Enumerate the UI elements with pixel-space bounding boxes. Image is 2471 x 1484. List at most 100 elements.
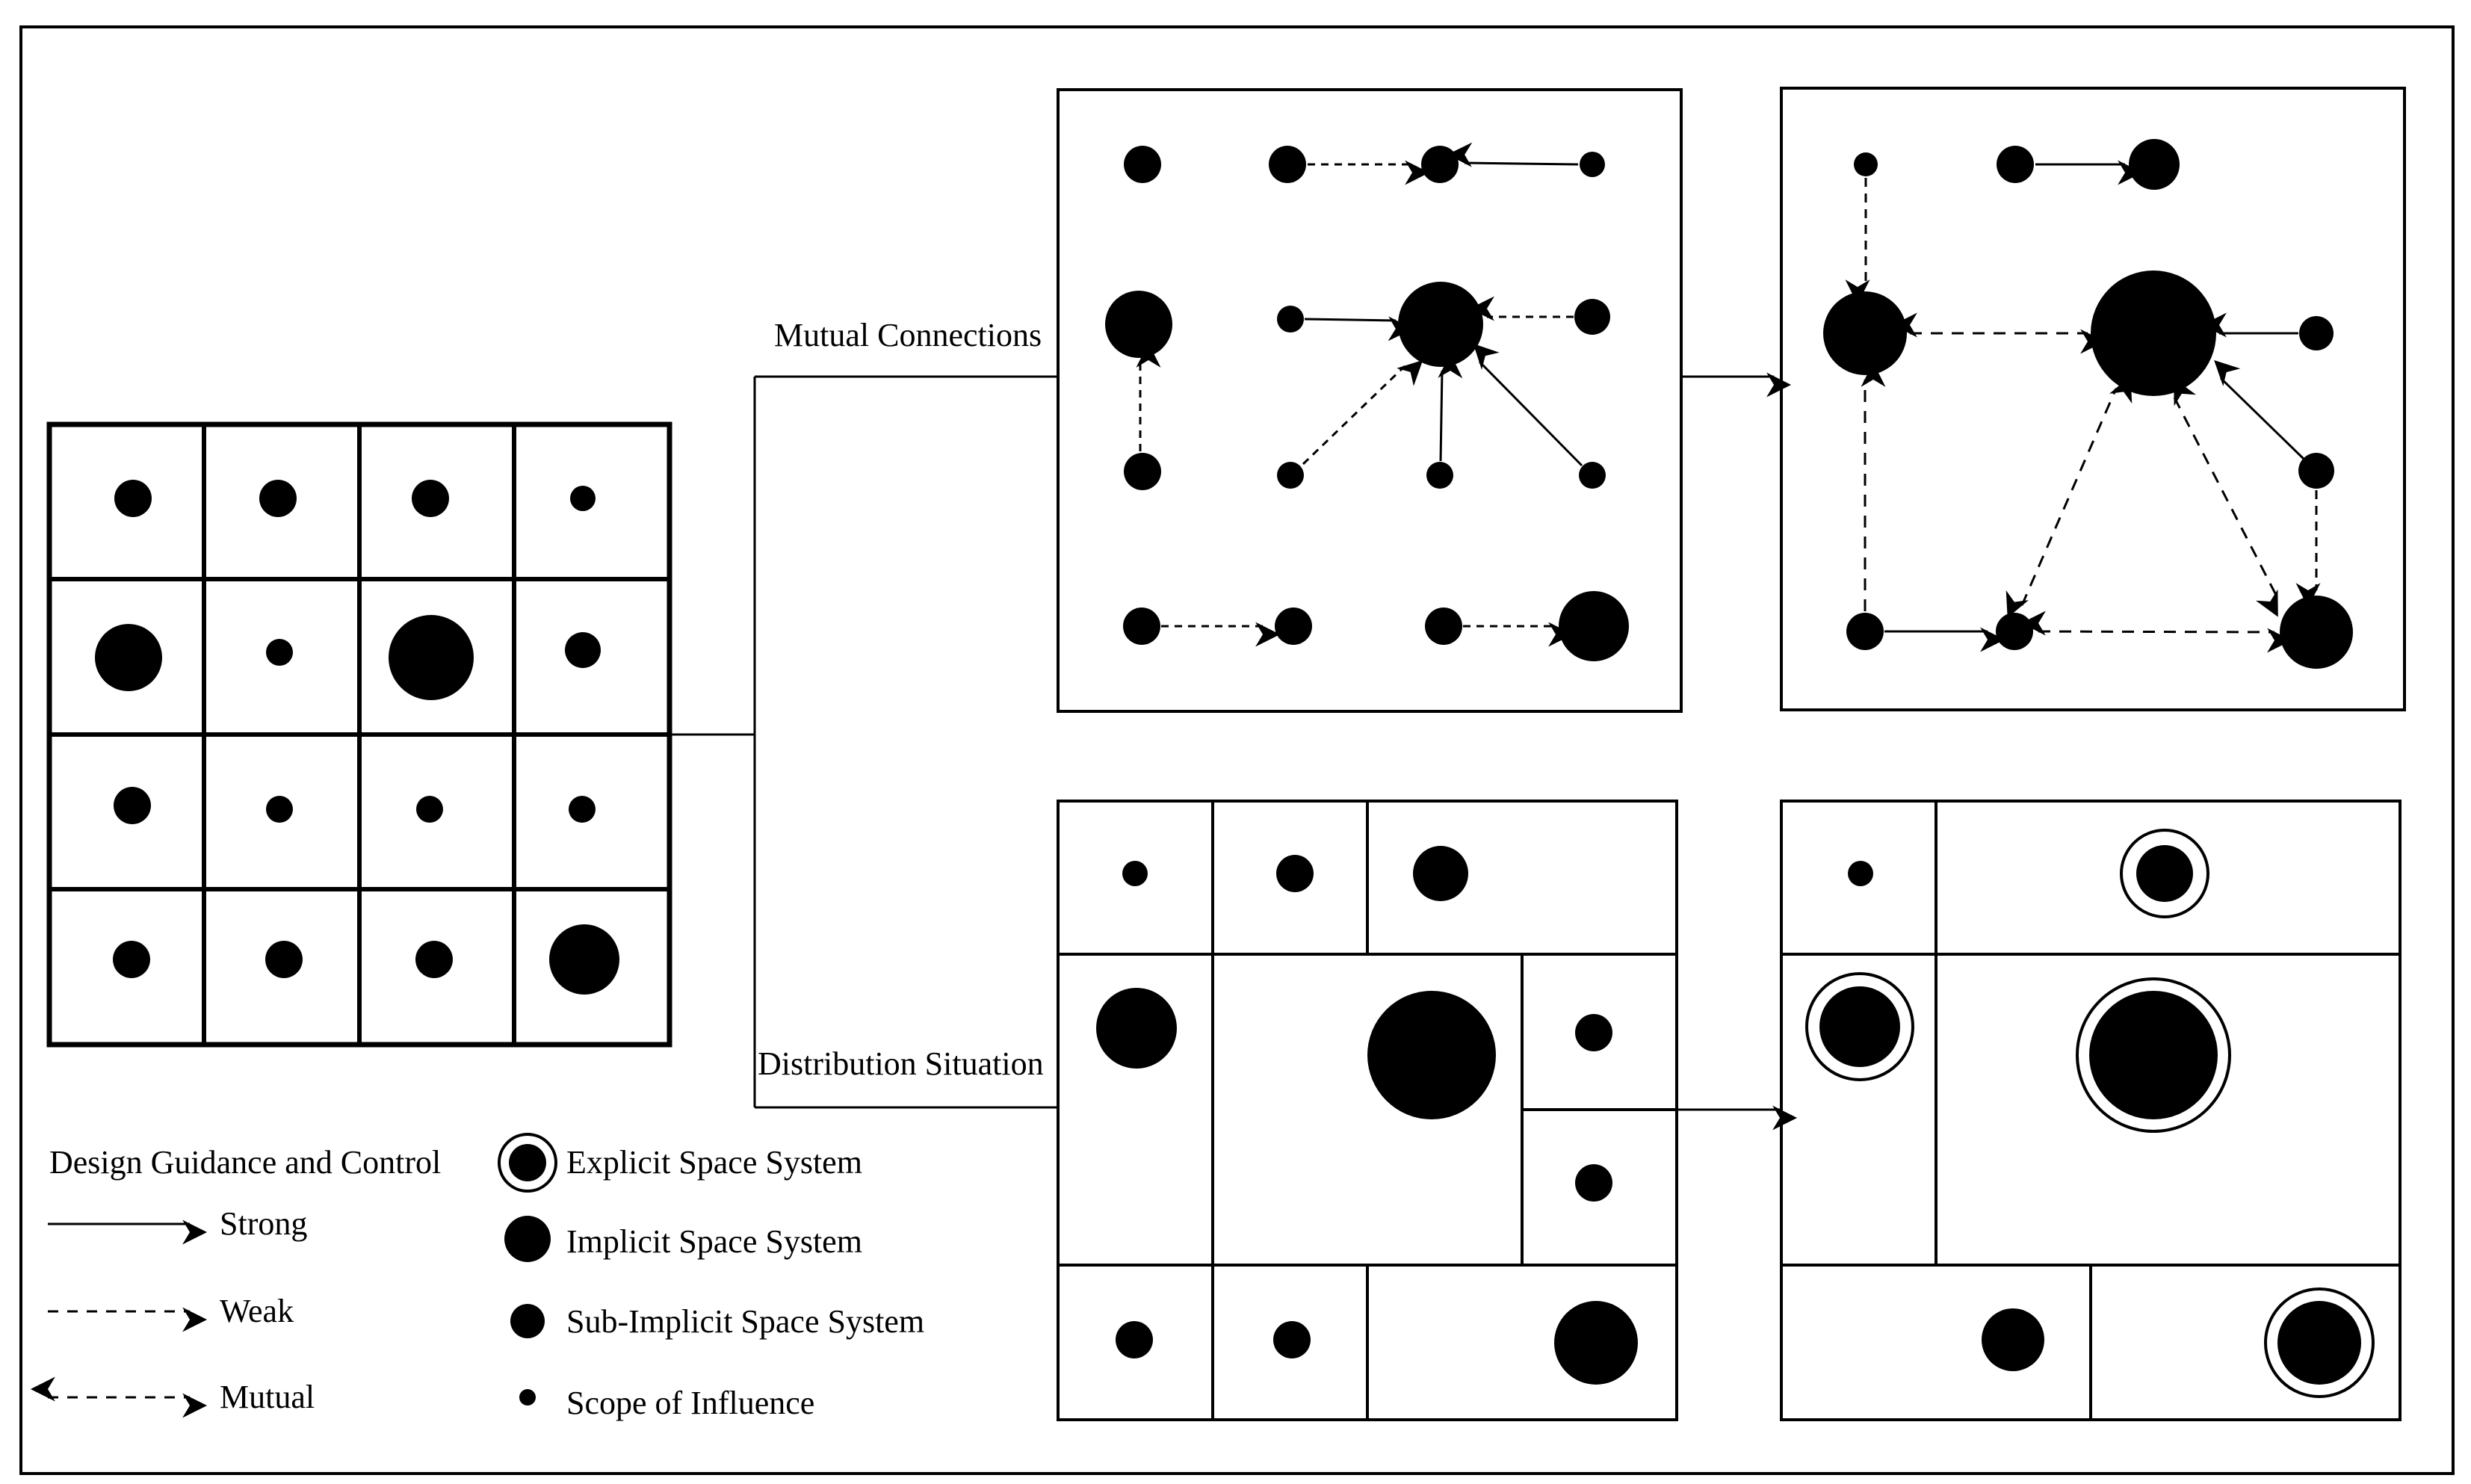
grid-node [415,941,453,978]
explicit-node-ring [2120,829,2209,918]
node [2299,316,2334,350]
node [1123,607,1160,645]
outer-frame [19,25,2455,1475]
explicit-node-core [2277,1301,2361,1385]
legend-explicit-core [509,1144,546,1181]
grid-node [416,796,443,823]
grid-node [389,615,474,700]
grid-node [570,486,596,511]
legend-sub-implicit-label: Sub-Implicit Space System [566,1303,924,1340]
panel-mutual-result-arrows [1845,160,2321,653]
panel-mutual-initial-arrows [1136,142,1583,647]
legend-scope-label: Scope of Influence [566,1385,814,1421]
legend-scope-icon [519,1389,536,1406]
node [1848,861,1873,886]
node [1105,291,1172,358]
grid-node [565,632,601,668]
legend-mutual-label: Mutual [220,1379,315,1415]
panel-mutual-initial-nodes [1105,146,1629,661]
node [1575,1164,1612,1202]
base-grid [46,421,672,1048]
grid-node [549,924,619,995]
explicit-node-ring [2076,977,2231,1133]
node [1854,152,1878,176]
explicit-node-ring [1805,972,1914,1081]
node [1116,1321,1153,1358]
node [1846,613,1884,650]
strong-arrow [1473,343,1583,467]
node [1277,462,1304,489]
legend-sub-implicit-icon [510,1304,545,1338]
explicit-node-core [2089,991,2218,1119]
panel-mutual-result-nodes [1823,139,2353,669]
legend-explicit-label: Explicit Space System [566,1144,862,1181]
grid-node [266,796,293,823]
node [2298,453,2334,489]
panel-distribution-initial-nodes [1096,846,1638,1385]
strong-arrow [1447,142,1579,167]
node [1559,591,1629,661]
panel-distribution-result [1780,800,2402,1421]
node [1996,613,2033,650]
node [2280,596,2353,669]
node [1579,462,1606,489]
legend-implicit-icon [504,1216,551,1262]
node [1823,291,1907,375]
weak-arrow [1302,359,1423,466]
grid-node [412,480,449,517]
node [1367,991,1496,1119]
base-grid-nodes [95,480,619,995]
node [1269,146,1306,183]
node [1398,282,1483,367]
node [1124,146,1161,183]
legend-explicit-ring [498,1133,557,1193]
node [1122,861,1148,886]
strong-arrow [2214,360,2305,460]
node [1425,607,1462,645]
label-mutual-connections: Mutual Connections [774,317,1042,353]
node [1426,462,1453,489]
explicit-node-core [2136,845,2193,902]
node [1124,453,1161,490]
node [1277,306,1304,333]
node [1580,152,1605,177]
node [1574,299,1610,335]
node [1275,607,1312,645]
mutual-arrow [2005,376,2133,618]
node [1096,988,1177,1069]
grid-node [95,624,162,691]
node [1421,146,1459,183]
grid-node [265,941,303,978]
panel-distribution-result-nodes [1805,829,2375,1398]
node [1575,1014,1612,1051]
node [1276,855,1314,892]
grid-node [266,639,293,666]
grid-node [113,941,150,978]
explicit-node-ring [2264,1287,2375,1398]
node [1982,1308,2044,1371]
branch-connectors [669,375,1058,1109]
node [1413,846,1468,901]
mutual-arrow [2020,610,2292,653]
grid-node [114,787,151,824]
strong-arrow [1438,353,1463,462]
panel-mutual-initial [1057,88,1683,713]
node [1554,1301,1638,1385]
panel-mutual-result [1780,87,2406,711]
grid-node [569,796,596,823]
mutual-arrow [2173,378,2279,617]
legend: Design Guidance and Control Strong Weak … [30,1133,924,1421]
legend-implicit-label: Implicit Space System [566,1223,862,1260]
grid-node [259,480,297,517]
node [1273,1321,1311,1358]
node [2129,139,2180,190]
node [2091,270,2216,396]
grid-node [114,480,152,517]
explicit-node-core [1819,986,1900,1067]
node [1997,146,2034,183]
legend-title: Design Guidance and Control [49,1144,441,1181]
legend-strong-label: Strong [220,1205,307,1242]
legend-weak-label: Weak [220,1293,294,1329]
strong-arrow [1304,316,1413,341]
